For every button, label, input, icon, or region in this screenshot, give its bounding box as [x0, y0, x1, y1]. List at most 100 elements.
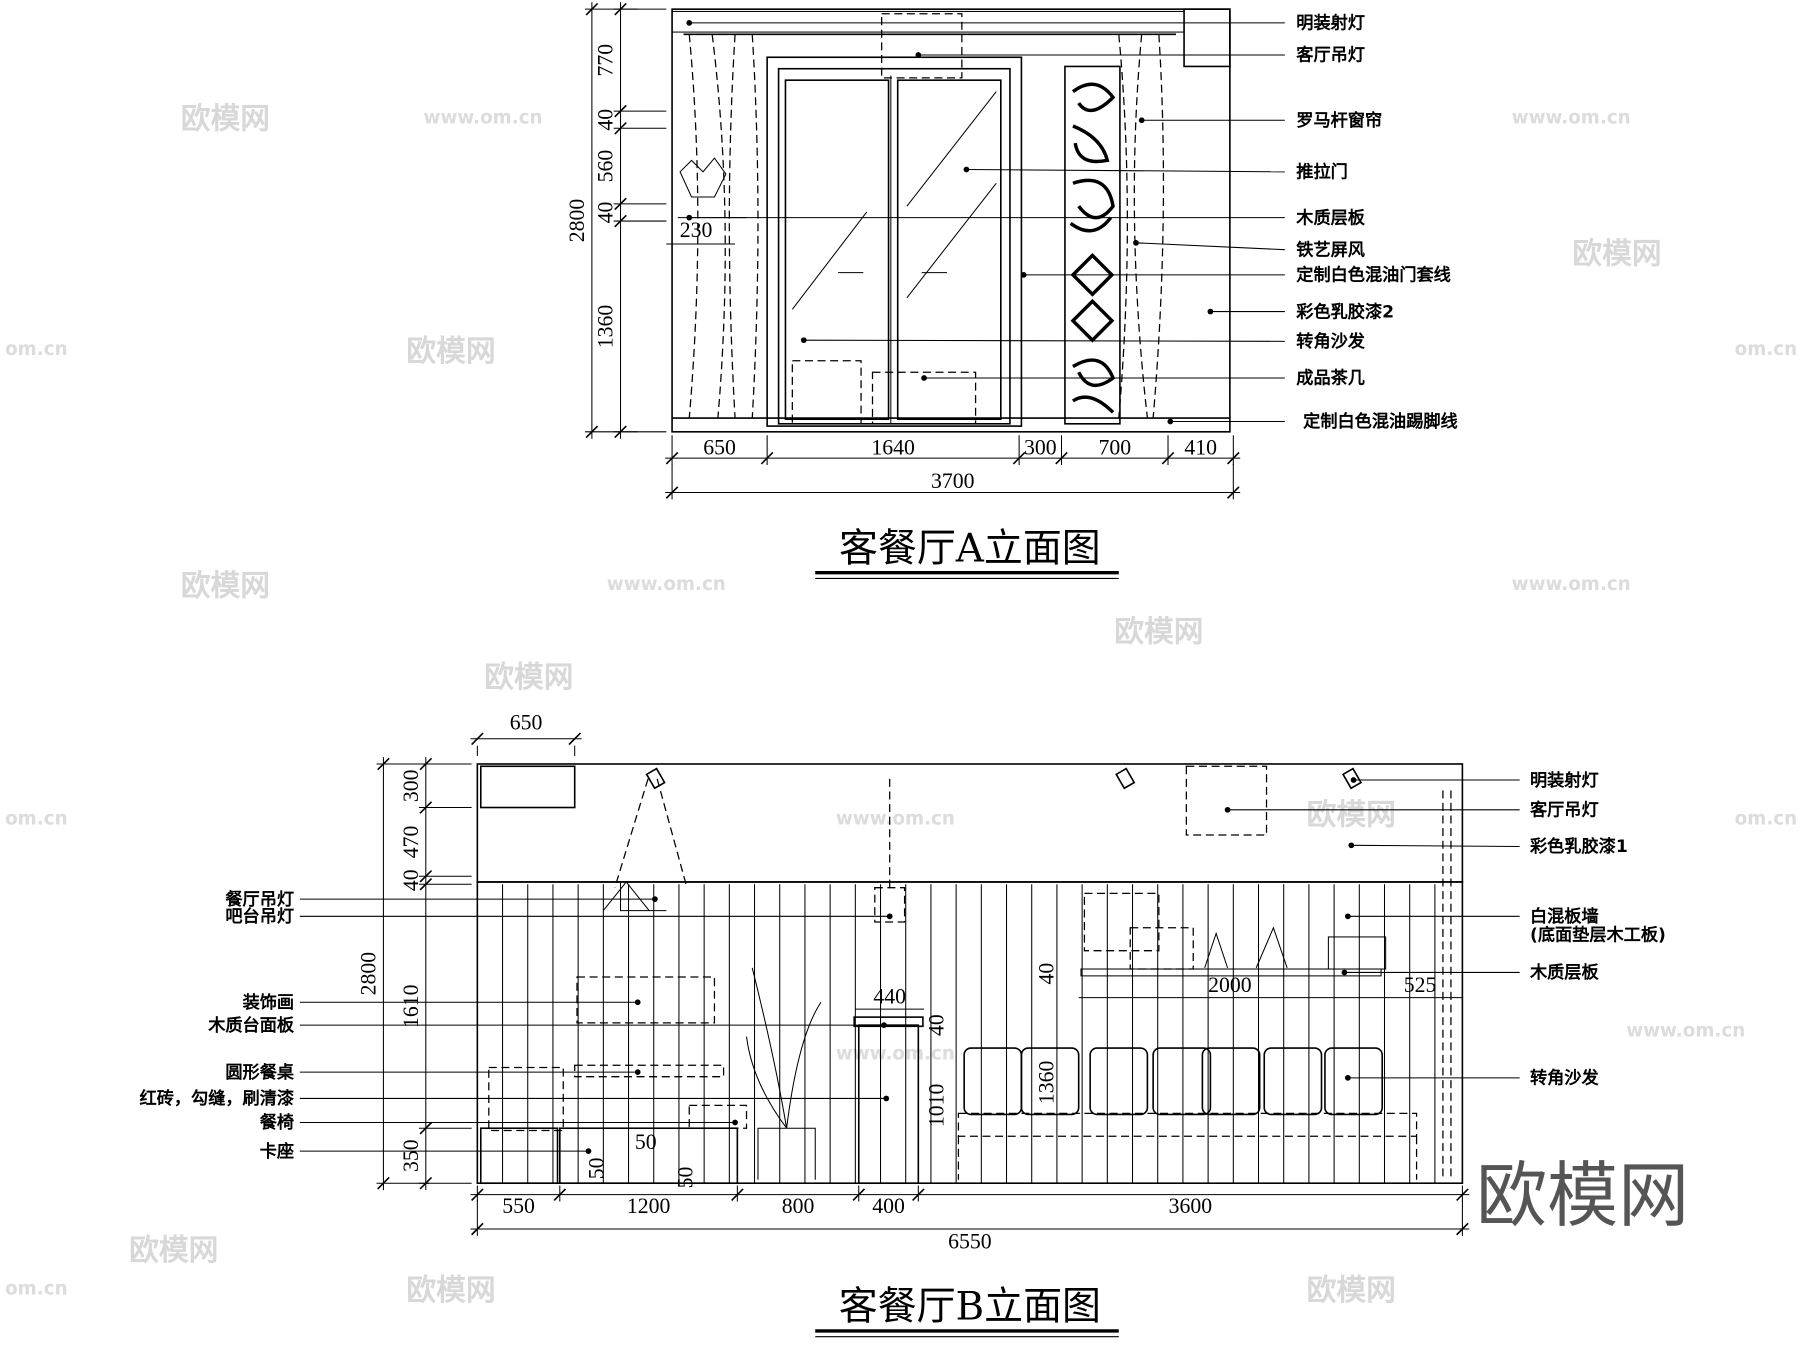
callout-label: 红砖，勾缝，刷清漆 [140, 1088, 295, 1109]
white-panel-wall-stripes [502, 884, 1436, 1184]
bar-pendant [874, 887, 906, 923]
dim-tick [614, 197, 627, 211]
wall-frame [1083, 892, 1160, 952]
dim-label: 470 [399, 825, 423, 858]
dim-label: 650 [703, 436, 736, 460]
callout-label: 定制白色混油门套线 [1296, 265, 1451, 286]
plant-b [746, 967, 822, 1180]
dim-label: 300 [1024, 436, 1057, 460]
dim-label: 50 [584, 1157, 608, 1179]
callout-label: 成品茶几 [1296, 368, 1365, 389]
dim-label: 770 [594, 44, 618, 77]
dim-label: 1200 [627, 1194, 671, 1218]
dim-tick [1227, 451, 1240, 465]
dim-label: 400 [872, 1194, 905, 1218]
watermark-url: www.om.cn [1512, 574, 1631, 595]
sofa-base [957, 1112, 1418, 1137]
callout-label: (底面垫层木工板) [1530, 924, 1666, 945]
curtain-right [1118, 34, 1165, 419]
sofa-a [791, 360, 862, 425]
dim-label: 1360 [1034, 1061, 1058, 1105]
sofa-cushion [1324, 1047, 1384, 1116]
watermark-url: www.om.cn [424, 108, 543, 129]
dim-tick [665, 486, 679, 499]
dim-tick [585, 425, 599, 439]
dim-label: 40 [925, 1014, 949, 1036]
dim-label: 230 [680, 218, 713, 242]
leader-dot [1167, 418, 1174, 425]
dim-tick [471, 732, 484, 746]
dim-label: 440 [873, 984, 906, 1008]
callout-label: 木质层板 [1529, 962, 1600, 983]
dim-label: 700 [1098, 436, 1131, 460]
dim-label: 6550 [948, 1229, 992, 1253]
dim-label: 2800 [565, 199, 589, 243]
dim-tick [1055, 451, 1068, 465]
dim-label: 1010 [925, 1083, 949, 1127]
callout-label: 彩色乳胶漆1 [1529, 836, 1628, 857]
callout-label: 餐椅 [259, 1112, 294, 1133]
round-dining-table [574, 1064, 725, 1078]
brick-column [857, 1024, 920, 1185]
dim-label: 560 [594, 150, 618, 183]
dim-label: 1640 [871, 436, 915, 460]
watermark-logo: 欧模网 [1307, 1273, 1396, 1308]
dim-tick [1161, 451, 1175, 465]
leader-line [1135, 242, 1285, 251]
dim-tick [568, 732, 581, 746]
dining-pendant [602, 881, 667, 912]
dim-tick [731, 1188, 744, 1201]
watermark-url: om.cn [5, 809, 68, 830]
watermark-logo: 欧模网 [1572, 236, 1661, 271]
watermark-url: om.cn [5, 339, 68, 360]
leader-dot [886, 913, 893, 920]
watermark-logo-large: 欧模网 [1476, 1154, 1689, 1237]
watermark-url: www.om.cn [1626, 1021, 1745, 1042]
column-hatch-top [479, 765, 576, 809]
dim-label: 1360 [594, 305, 618, 349]
corner-sofa-b [957, 1047, 1418, 1180]
door-frame [766, 56, 1023, 427]
callout-label: 木质层板 [1295, 207, 1366, 228]
watermark-url: www.om.cn [1512, 108, 1631, 129]
leader-dot [881, 1022, 887, 1029]
watermark-url: om.cn [5, 1278, 68, 1299]
dim-label: 650 [510, 711, 543, 735]
spotlight-icon [1341, 767, 1363, 790]
dim-label: 50 [674, 1166, 698, 1188]
callout-label: 白混板墙 [1530, 906, 1599, 927]
dim-tick [419, 869, 433, 883]
dim-label: 40 [399, 869, 423, 891]
dim-tick [1456, 1188, 1469, 1201]
callout-label: 餐厅吊灯 [224, 889, 294, 910]
decorative-painting [576, 976, 716, 1024]
callout-label: 吧台吊灯 [225, 906, 294, 927]
callout-label: 彩色乳胶漆2 [1295, 301, 1394, 322]
leader-dot [585, 1148, 592, 1154]
dim-tick [471, 1188, 484, 1201]
dim-label: 2800 [356, 952, 380, 996]
watermark-logo: 欧模网 [129, 1233, 218, 1268]
leader-dot [634, 1069, 641, 1075]
callout-label: 客厅吊灯 [1529, 800, 1599, 821]
dim-label: 525 [1404, 973, 1437, 997]
sliding-door-right [896, 79, 1002, 421]
dim-tick [1012, 451, 1026, 465]
watermark-url: www.om.cn [836, 809, 955, 830]
dim-label: 3600 [1169, 1194, 1213, 1218]
leader-dot [732, 1119, 738, 1126]
watermark-url: om.cn [1735, 339, 1798, 360]
dim-tick [614, 214, 627, 228]
dim-label: 1610 [399, 984, 423, 1028]
title-a: 客餐厅A立面图 [839, 526, 1101, 571]
dim-tick [585, 2, 599, 16]
leader-dot [634, 999, 641, 1006]
spotlights-b [645, 767, 1363, 790]
dim-label: 350 [399, 1139, 423, 1172]
watermark-logo: 欧模网 [406, 1273, 495, 1308]
sofa-cushion [963, 1047, 1023, 1116]
sofa-cushion [1201, 1047, 1261, 1116]
wall-a [671, 8, 1231, 433]
